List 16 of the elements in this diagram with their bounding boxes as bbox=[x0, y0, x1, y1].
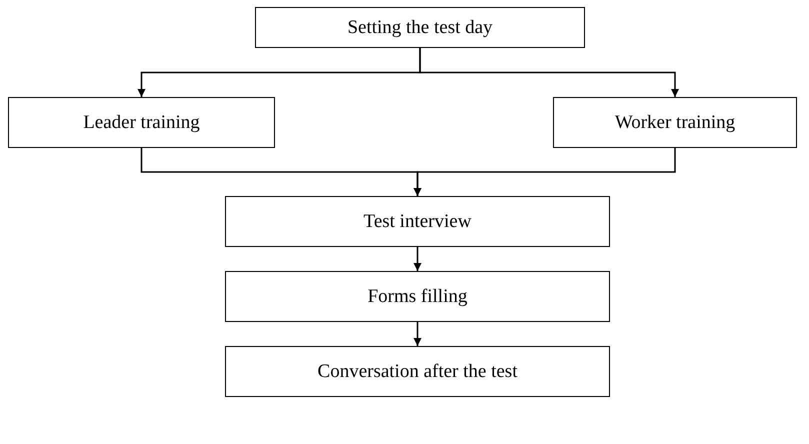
process-box bbox=[553, 97, 797, 148]
arrow bbox=[414, 247, 422, 271]
process-box bbox=[255, 7, 585, 48]
arrow bbox=[414, 322, 422, 346]
process-box bbox=[225, 271, 610, 322]
box-label: Forms filling bbox=[368, 286, 468, 308]
arrow bbox=[419, 48, 679, 97]
arrow bbox=[414, 148, 676, 196]
box-label: Test interview bbox=[364, 210, 472, 232]
box-label: Conversation after the test bbox=[318, 360, 518, 382]
box-label: Worker training bbox=[614, 112, 736, 134]
process-box bbox=[8, 97, 275, 148]
process-box bbox=[225, 346, 610, 397]
box-label: Setting the test day bbox=[347, 16, 493, 38]
process-box bbox=[225, 196, 610, 247]
box-label: Leader training bbox=[83, 112, 200, 134]
